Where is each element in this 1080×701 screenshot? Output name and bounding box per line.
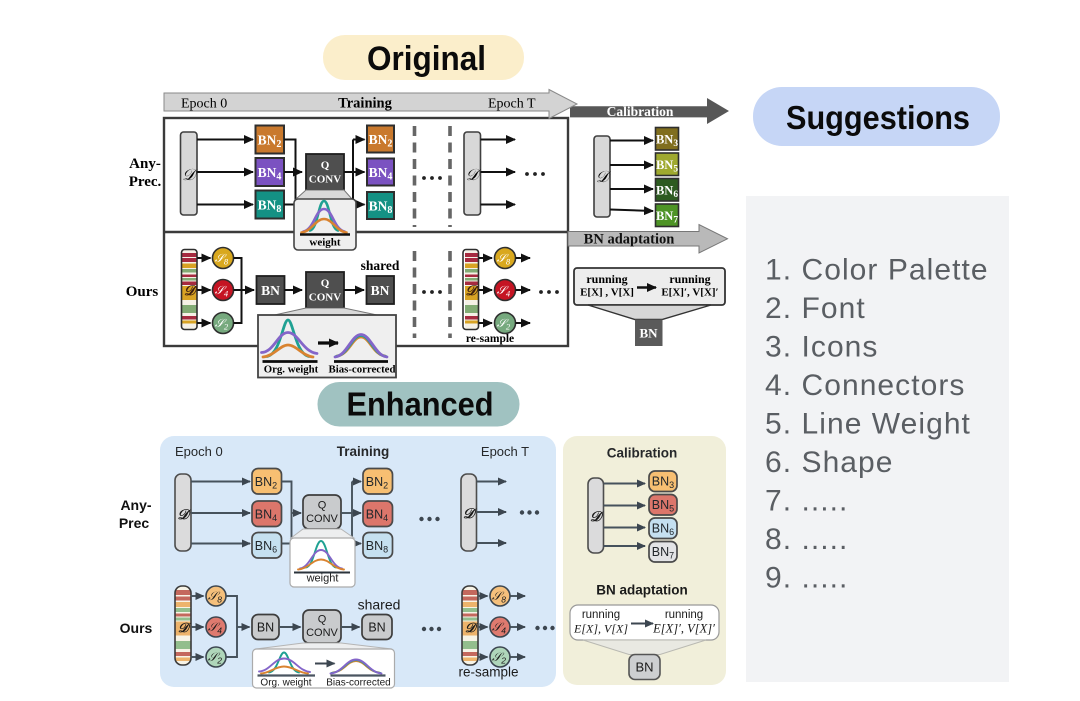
svg-text:BN2: BN2 bbox=[366, 475, 388, 491]
svg-text:BN5: BN5 bbox=[656, 158, 678, 175]
svg-text:BN4: BN4 bbox=[366, 508, 388, 524]
svg-text:BN7: BN7 bbox=[656, 209, 678, 226]
svg-text:Epoch 0: Epoch 0 bbox=[181, 97, 227, 112]
svg-text:Org. weight: Org. weight bbox=[264, 364, 319, 376]
svg-text:𝒮2: 𝒮2 bbox=[215, 318, 229, 332]
svg-text:9. .....: 9. ..... bbox=[765, 562, 848, 595]
svg-text:BN6: BN6 bbox=[652, 522, 674, 538]
svg-text:BN2: BN2 bbox=[258, 133, 282, 151]
svg-text:1. Color Palette: 1. Color Palette bbox=[765, 254, 989, 287]
svg-text:6. Shape: 6. Shape bbox=[765, 446, 894, 479]
svg-text:Prec: Prec bbox=[119, 515, 150, 531]
svg-text:re-sample: re-sample bbox=[466, 333, 514, 345]
svg-text:Epoch T: Epoch T bbox=[481, 444, 529, 459]
svg-text:𝒟: 𝒟 bbox=[182, 167, 198, 184]
svg-text:E[X] , V[X]: E[X] , V[X] bbox=[580, 287, 634, 299]
svg-text:BN7: BN7 bbox=[652, 545, 674, 561]
svg-text:CONV: CONV bbox=[309, 174, 341, 186]
svg-text:shared: shared bbox=[361, 258, 400, 273]
svg-text:𝒟: 𝒟 bbox=[177, 508, 191, 523]
svg-text:Prec.: Prec. bbox=[129, 174, 162, 190]
svg-text:BN: BN bbox=[261, 283, 280, 298]
svg-text:𝒟: 𝒟 bbox=[465, 620, 478, 635]
svg-text:BN: BN bbox=[639, 326, 658, 341]
svg-text:running: running bbox=[669, 272, 710, 286]
svg-text:Ours: Ours bbox=[126, 284, 159, 300]
svg-text:𝒮8: 𝒮8 bbox=[215, 253, 229, 267]
svg-text:E[X]′, V[X]′: E[X]′, V[X]′ bbox=[652, 622, 715, 636]
svg-text:BN6: BN6 bbox=[255, 539, 277, 555]
svg-text:BN4: BN4 bbox=[258, 165, 282, 183]
svg-text:Suggestions: Suggestions bbox=[786, 99, 970, 136]
svg-text:𝒮4: 𝒮4 bbox=[215, 285, 229, 299]
svg-text:weight: weight bbox=[309, 237, 341, 249]
svg-text:𝒮2: 𝒮2 bbox=[497, 318, 511, 332]
svg-text:running: running bbox=[586, 272, 627, 286]
svg-text:BN3: BN3 bbox=[652, 475, 674, 491]
svg-text:BN4: BN4 bbox=[255, 508, 277, 524]
svg-text:BN8: BN8 bbox=[369, 199, 393, 217]
svg-text:Bias-corrected: Bias-corrected bbox=[326, 678, 390, 689]
svg-text:CONV: CONV bbox=[309, 292, 341, 304]
svg-text:BN8: BN8 bbox=[366, 539, 388, 555]
svg-text:7. .....: 7. ..... bbox=[765, 485, 848, 518]
svg-text:Q: Q bbox=[321, 160, 330, 172]
svg-text:BN: BN bbox=[371, 283, 390, 298]
svg-text:4. Connectors: 4. Connectors bbox=[765, 369, 965, 402]
svg-text:Epoch 0: Epoch 0 bbox=[175, 444, 223, 459]
svg-text:weight: weight bbox=[306, 573, 339, 585]
svg-text:Calibration: Calibration bbox=[607, 446, 678, 461]
svg-text:shared: shared bbox=[358, 597, 401, 613]
svg-text:𝒟: 𝒟 bbox=[596, 169, 612, 186]
svg-text:8. .....: 8. ..... bbox=[765, 523, 848, 556]
svg-text:BN adaptation: BN adaptation bbox=[584, 232, 675, 248]
svg-text:BN8: BN8 bbox=[258, 198, 282, 216]
svg-text:Training: Training bbox=[338, 96, 392, 112]
svg-text:BN2: BN2 bbox=[255, 475, 277, 491]
svg-text:Q: Q bbox=[321, 278, 330, 290]
svg-text:𝒟: 𝒟 bbox=[184, 284, 198, 299]
svg-text:Original: Original bbox=[367, 40, 486, 78]
svg-text:E[X]′, V[X]′: E[X]′, V[X]′ bbox=[661, 287, 718, 299]
svg-text:𝒟: 𝒟 bbox=[590, 510, 604, 525]
svg-text:BN: BN bbox=[635, 660, 653, 675]
svg-text:𝒟: 𝒟 bbox=[463, 507, 477, 522]
svg-text:Training: Training bbox=[337, 444, 390, 459]
svg-text:BN adaptation: BN adaptation bbox=[596, 583, 688, 598]
svg-text:𝒟: 𝒟 bbox=[178, 620, 191, 635]
svg-text:Calibration: Calibration bbox=[607, 104, 674, 119]
svg-text:Q: Q bbox=[318, 500, 327, 512]
svg-text:3. Icons: 3. Icons bbox=[765, 331, 878, 364]
svg-text:𝒟: 𝒟 bbox=[466, 167, 482, 184]
svg-text:BN4: BN4 bbox=[369, 165, 393, 183]
svg-text:Any-: Any- bbox=[120, 497, 151, 513]
svg-text:BN5: BN5 bbox=[652, 498, 674, 514]
svg-text:running: running bbox=[665, 609, 703, 621]
svg-text:BN2: BN2 bbox=[369, 132, 393, 150]
svg-text:𝒮8: 𝒮8 bbox=[497, 253, 511, 267]
svg-text:running: running bbox=[582, 609, 620, 621]
svg-text:re-sample: re-sample bbox=[458, 665, 518, 680]
svg-text:𝒮4: 𝒮4 bbox=[497, 285, 511, 299]
svg-text:Ours: Ours bbox=[120, 620, 153, 636]
svg-text:Q: Q bbox=[318, 614, 327, 626]
svg-text:Epoch T: Epoch T bbox=[488, 97, 536, 112]
svg-text:BN: BN bbox=[257, 621, 274, 635]
svg-text:Any-: Any- bbox=[129, 156, 161, 172]
svg-text:Org. weight: Org. weight bbox=[260, 678, 311, 689]
svg-text:BN6: BN6 bbox=[656, 184, 678, 201]
svg-text:2. Font: 2. Font bbox=[765, 292, 866, 325]
svg-text:BN3: BN3 bbox=[656, 133, 678, 150]
svg-text:5. Line Weight: 5. Line Weight bbox=[765, 408, 971, 441]
svg-text:Bias-corrected: Bias-corrected bbox=[329, 364, 396, 376]
svg-text:Enhanced: Enhanced bbox=[347, 386, 494, 423]
svg-text:CONV: CONV bbox=[306, 627, 338, 639]
svg-text:CONV: CONV bbox=[306, 513, 338, 525]
svg-text:E[X], V[X]: E[X], V[X] bbox=[573, 622, 628, 636]
svg-text:𝒟: 𝒟 bbox=[465, 284, 479, 299]
svg-text:BN: BN bbox=[368, 621, 385, 635]
